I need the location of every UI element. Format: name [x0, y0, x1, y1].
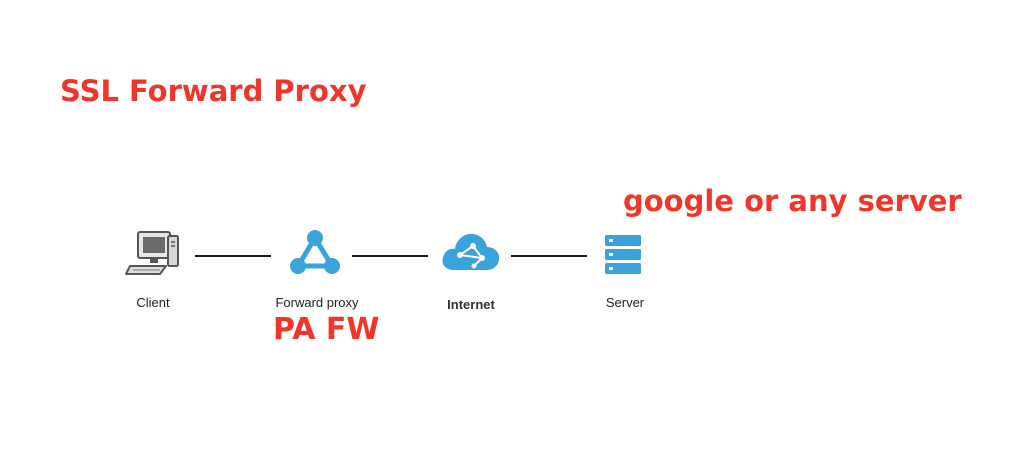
server-stack-icon [605, 235, 641, 274]
desktop-computer-icon [125, 231, 179, 275]
cloud-icon [442, 233, 500, 270]
server-annotation: google or any server [623, 184, 962, 218]
diagram-title: SSL Forward Proxy [60, 74, 367, 108]
proxy-annotation: PA FW [273, 312, 380, 347]
connector-client-proxy [195, 255, 271, 257]
node-label-forward-proxy: Forward proxy [275, 295, 359, 310]
node-label-internet: Internet [447, 297, 495, 312]
node-label-server: Server [605, 295, 645, 310]
connector-proxy-internet [352, 255, 428, 257]
network-node-icon [290, 230, 340, 274]
connector-internet-server [511, 255, 587, 257]
node-label-client: Client [136, 295, 170, 310]
